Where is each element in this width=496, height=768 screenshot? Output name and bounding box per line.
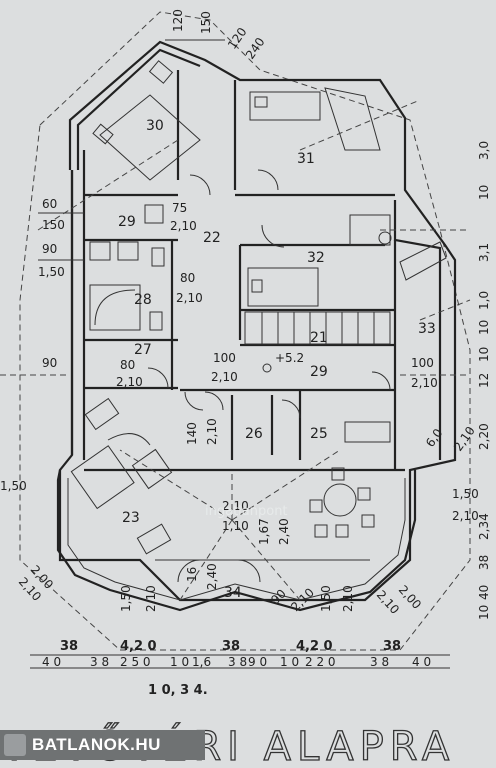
- right-dim: 40: [477, 585, 491, 600]
- right-dim: 1,0: [477, 291, 491, 310]
- staircase: [244, 311, 391, 345]
- top-dimensions: 120 150 120 240: [165, 9, 268, 62]
- bottom-dim: 4,2 0: [120, 639, 157, 654]
- right-dim: 2,34: [477, 513, 491, 540]
- bottom-subdim: 3 8: [228, 655, 247, 669]
- top-dim: 120: [171, 9, 185, 32]
- door-label-top: 2,10: [222, 499, 249, 513]
- left-dimensions: 60 150 90 1,50 90 1,50: [0, 197, 84, 493]
- misc-dim: 1,67: [257, 518, 271, 545]
- bottom-dim: 4,2 0: [296, 639, 333, 654]
- room-28: 28: [134, 292, 152, 308]
- right-dim: 10: [477, 605, 491, 620]
- roof-dash-lines: [0, 99, 471, 601]
- door-label-bottom: 2,10: [170, 219, 197, 233]
- right-dim: 3,0: [477, 141, 491, 160]
- bottom-dim: 38: [222, 639, 240, 654]
- misc-dim: 2,40: [205, 563, 219, 590]
- door-label-top: 100: [411, 356, 434, 370]
- room-25: 25: [310, 426, 328, 442]
- room-30: 30: [146, 118, 164, 134]
- room-33: 33: [418, 321, 436, 337]
- site-logo-icon: [4, 734, 26, 756]
- left-dim: 150: [42, 218, 65, 232]
- door-label-top: 100: [213, 351, 236, 365]
- misc-dim: 2,10: [144, 585, 158, 612]
- misc-dim: 140: [185, 422, 199, 445]
- room-22: 22: [203, 230, 221, 246]
- bottom-subdim: 1 0: [280, 655, 299, 669]
- room-27: 27: [134, 342, 152, 358]
- misc-dimensions: 6,0 2,10 1,50 2,10 2,00 2,10 2,00 2,10 1…: [16, 418, 479, 617]
- misc-dim: 2,10: [452, 509, 479, 523]
- level-marker-icon: [262, 363, 272, 373]
- room-labels: 30 31 22 29 32 28 21 33 27 29 26 25 23 3…: [118, 118, 436, 601]
- bottom-dim: 38: [60, 639, 78, 654]
- door-label-bottom: 2,10: [211, 370, 238, 384]
- bottom-subdim: 4 0: [42, 655, 61, 669]
- door-label-bottom: 2,10: [176, 291, 203, 305]
- misc-dim: 2,40: [277, 518, 291, 545]
- right-dim: 10: [477, 185, 491, 200]
- misc-dim: 2,10: [205, 418, 219, 445]
- door-label-top: 75: [172, 201, 187, 215]
- room-32: 32: [307, 250, 325, 266]
- room-23: 23: [122, 510, 140, 526]
- left-dim: 60: [42, 197, 57, 211]
- door-label-top: 80: [180, 271, 195, 285]
- room-31: 31: [297, 151, 315, 167]
- site-brand: BATLANOK.HU: [32, 735, 161, 754]
- right-dim: 2,20: [477, 423, 491, 450]
- bottom-subdim: 2 2 0: [305, 655, 336, 669]
- right-dim: 10: [477, 320, 491, 335]
- misc-dim: 2,10: [341, 585, 355, 612]
- door-label-bottom: 2,10: [411, 376, 438, 390]
- room-29-hall: 29: [310, 364, 328, 380]
- left-dim: 90: [42, 242, 57, 256]
- room-26: 26: [245, 426, 263, 442]
- left-dim: 90: [42, 356, 57, 370]
- door-label-top: 80: [120, 358, 135, 372]
- room-29: 29: [118, 214, 136, 230]
- bottom-subdim: 1 0: [170, 655, 189, 669]
- bottom-subdim: 4 0: [412, 655, 431, 669]
- left-dim: 1,50: [0, 479, 27, 493]
- watermark-text: ingatlanpont: [205, 504, 288, 519]
- misc-dim: 1,50: [319, 585, 333, 612]
- door-label-bottom: 1,10: [222, 519, 249, 533]
- misc-dim: 1,50: [119, 585, 133, 612]
- right-dim: 12: [477, 373, 491, 388]
- right-dim: 10: [477, 347, 491, 362]
- left-dim: 1,50: [38, 265, 65, 279]
- furniture: [70, 60, 447, 555]
- right-dim: 38: [477, 555, 491, 570]
- bottom-dimensions: 38 4,2 0 38 4,2 0 38 4 0 3 8 2 5 0 1 0 1…: [30, 639, 450, 698]
- right-dimensions: 3,0 10 3,1 1,0 10 10 12 2,20 2,34 38 40 …: [477, 141, 491, 620]
- right-dim: 3,1: [477, 243, 491, 262]
- door-labels: 75 2,10 80 2,10 80 2,10 100 2,10 100 2,1…: [116, 201, 438, 533]
- door-swings: [147, 169, 391, 583]
- room-21: 21: [310, 330, 328, 346]
- interior-walls: [84, 70, 405, 561]
- total-width: 1 0, 3 4.: [148, 683, 208, 698]
- site-footer-bar: BATLANOK.HU: [0, 730, 205, 760]
- door-label-bottom: 2,10: [116, 375, 143, 389]
- exterior-walls: [56, 40, 457, 612]
- bottom-subdim: 3 8: [370, 655, 389, 669]
- misc-dim: 16: [185, 567, 199, 582]
- bottom-subdim: 9 0: [248, 655, 267, 669]
- bottom-dim: 38: [383, 639, 401, 654]
- room-34: 34: [224, 585, 242, 601]
- bottom-subdim: 3 8: [90, 655, 109, 669]
- top-dim: 150: [199, 11, 213, 34]
- level-mark: +5.2: [275, 351, 304, 365]
- bottom-subdim: 2 5 0: [120, 655, 151, 669]
- bottom-subdim: 1,6: [192, 655, 211, 669]
- misc-dim: 1,50: [452, 487, 479, 501]
